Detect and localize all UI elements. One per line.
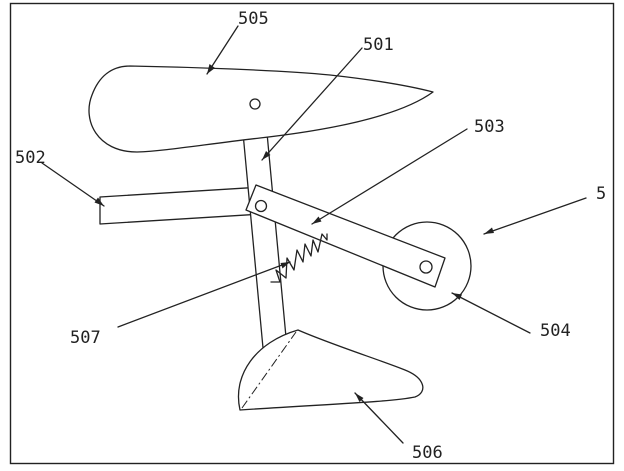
pivot-hole-503-left [254, 199, 268, 213]
scoop-centerline [241, 331, 297, 409]
arrowhead-506 [355, 393, 364, 402]
leader-503 [311, 128, 468, 225]
leader-501 [261, 47, 363, 161]
leader-507 [117, 261, 291, 328]
part-501-post [242, 132, 288, 349]
part-502-plate [99, 186, 263, 225]
label-504: 504 [540, 321, 571, 341]
part-505-upper-plate [88, 65, 434, 153]
pivot-hole-505 [249, 98, 261, 110]
leader-504 [451, 292, 531, 334]
drawing-frame [9, 2, 615, 465]
arrowhead-504 [452, 293, 462, 300]
arrowhead-501 [262, 151, 271, 160]
arrowhead-507 [280, 262, 290, 269]
part-503-link-arm [245, 184, 446, 288]
label-507: 507 [70, 328, 101, 348]
arrowhead-503 [312, 216, 322, 224]
leader-502 [41, 162, 105, 207]
arrowhead-505 [207, 64, 215, 74]
label-506: 506 [412, 443, 443, 463]
part-506-scoop [237, 329, 424, 411]
label-5: 5 [596, 184, 606, 204]
part-507-spring [270, 233, 328, 283]
arrowhead-5 [484, 227, 494, 234]
arrowhead-502 [94, 197, 104, 206]
label-503: 503 [474, 117, 505, 137]
label-501: 501 [363, 35, 394, 55]
leader-506 [354, 392, 404, 444]
label-505: 505 [238, 9, 269, 29]
label-502: 502 [15, 148, 46, 168]
leader-5 [483, 197, 587, 235]
pivot-hole-503-right [419, 260, 433, 274]
